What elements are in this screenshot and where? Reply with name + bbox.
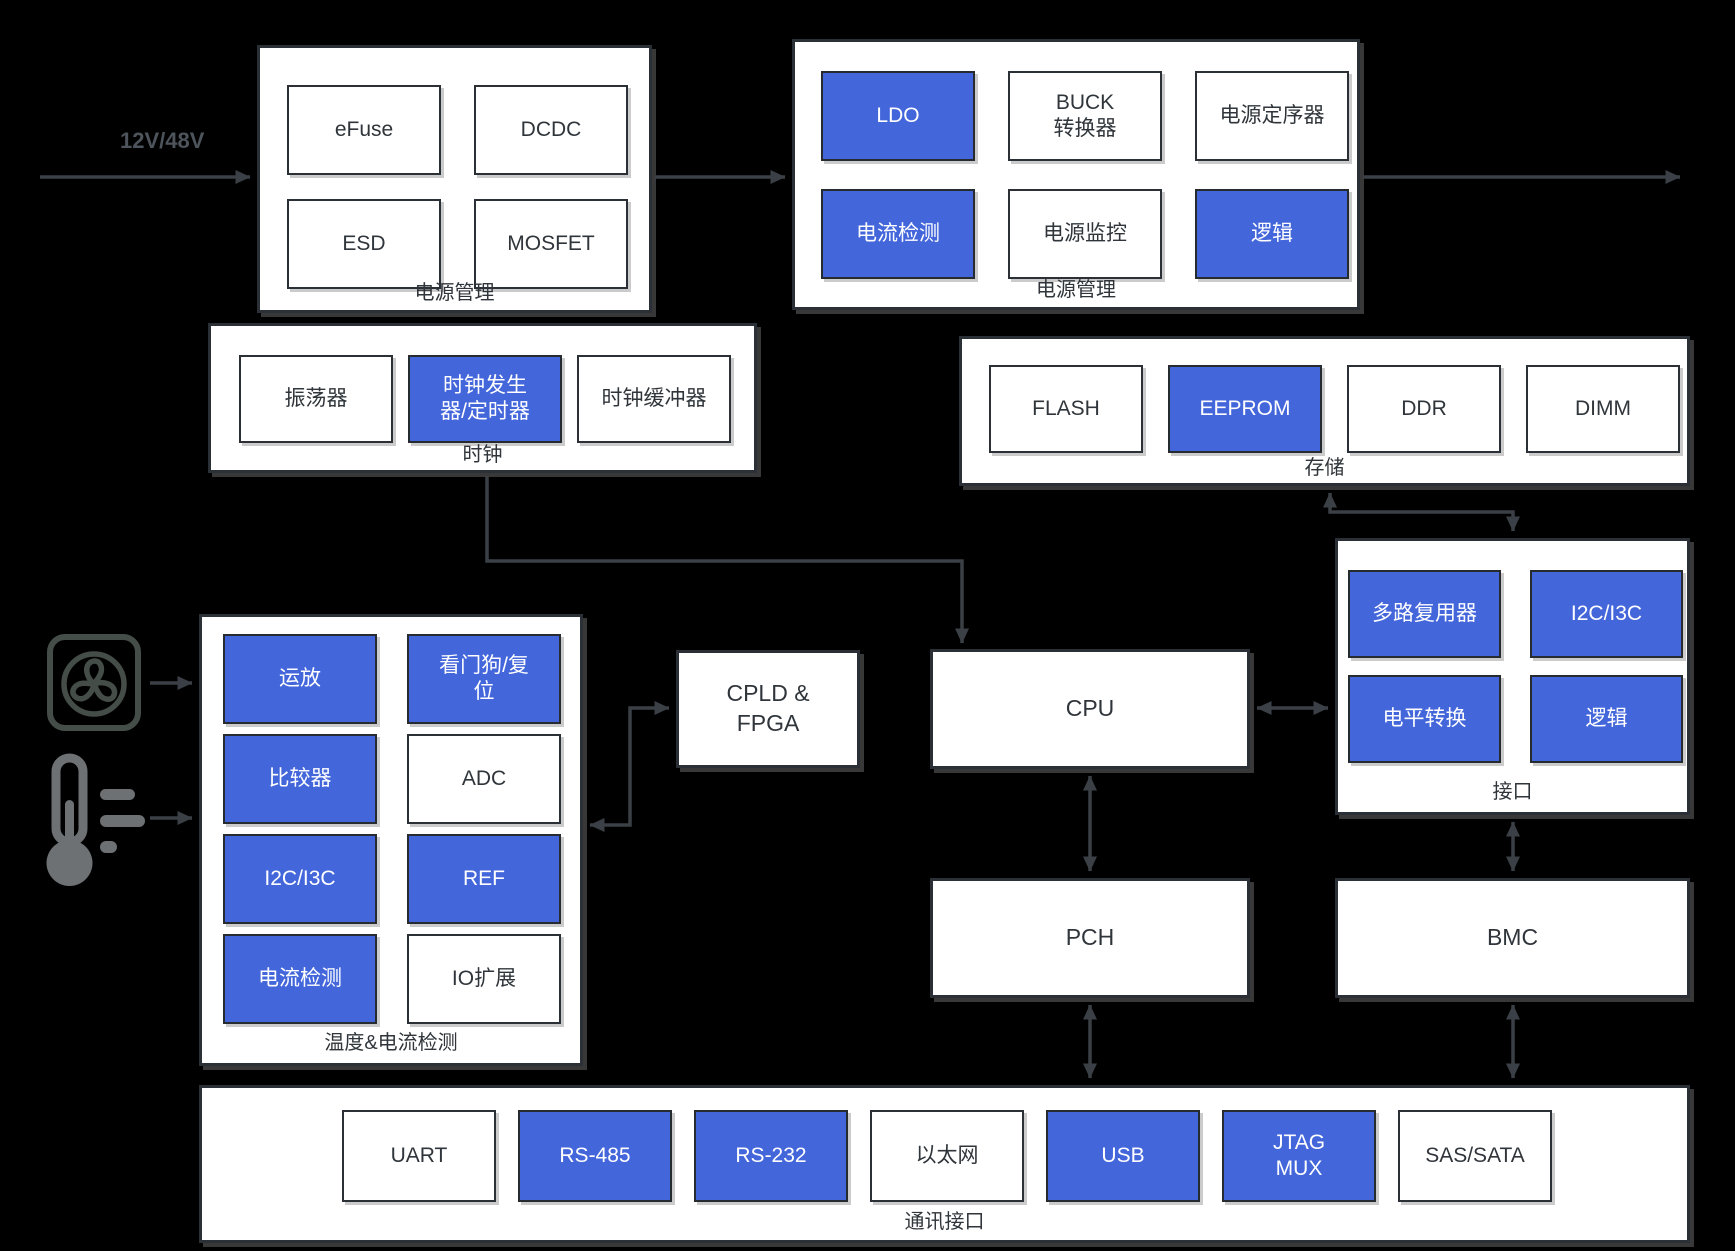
cell-i2c-i3c[interactable]: I2C/I3C — [1530, 570, 1683, 658]
group-storage: FLASH EEPROM DDR DIMM 存储 — [959, 336, 1690, 486]
cell-flash: FLASH — [989, 365, 1143, 453]
cell-current-sense[interactable]: 电流检测 — [821, 189, 975, 279]
node-bmc: BMC — [1335, 878, 1690, 998]
cell-io-expander: IO扩展 — [407, 934, 561, 1024]
cell-dimm: DIMM — [1526, 365, 1680, 453]
group-label-storage: 存储 — [1304, 457, 1345, 479]
group-label-comm: 通讯接口 — [904, 1211, 985, 1233]
group-label-power2: 电源管理 — [1036, 279, 1116, 301]
cell-multiplexer[interactable]: 多路复用器 — [1348, 570, 1501, 658]
cell-clock-generator-timer[interactable]: 时钟发生 器/定时器 — [408, 355, 562, 443]
arrow-storage-interface — [1323, 492, 1520, 532]
cell-dcdc: DCDC — [474, 85, 628, 175]
cell-oscillator: 振荡器 — [239, 355, 393, 443]
cell-clock-buffer: 时钟缓冲器 — [577, 355, 731, 443]
node-cpld-fpga: CPLD & FPGA — [676, 650, 860, 768]
group-label-clock: 时钟 — [462, 444, 503, 466]
cell-adc: ADC — [407, 734, 561, 824]
cell-ethernet: 以太网 — [870, 1110, 1024, 1202]
node-pch: PCH — [930, 878, 1250, 998]
cell-power-sequencer: 电源定序器 — [1195, 71, 1349, 161]
group-label-power1: 电源管理 — [414, 282, 495, 304]
cell-uart: UART — [342, 1110, 496, 1202]
input-voltage-label: 12V/48V — [120, 128, 205, 153]
group-clock: 振荡器 时钟发生 器/定时器 时钟缓冲器 时钟 — [208, 323, 757, 473]
cell-ddr: DDR — [1347, 365, 1501, 453]
cell-logic[interactable]: 逻辑 — [1195, 189, 1349, 279]
cell-jtag-mux[interactable]: JTAG MUX — [1222, 1110, 1376, 1202]
group-comm-interface: UART RS-485 RS-232 以太网 USB JTAG MUX SAS/… — [199, 1085, 1690, 1243]
cell-level-shifter[interactable]: 电平转换 — [1348, 675, 1501, 763]
thermometer-icon — [42, 752, 147, 892]
group-label-temp: 温度&电流检测 — [324, 1032, 458, 1054]
cell-usb[interactable]: USB — [1046, 1110, 1200, 1202]
cell-current-sense-2[interactable]: 电流检测 — [223, 934, 377, 1024]
cell-efuse: eFuse — [287, 85, 441, 175]
cell-esd: ESD — [287, 199, 441, 289]
node-cpu: CPU — [930, 649, 1250, 769]
group-label-interface: 接口 — [1492, 781, 1533, 803]
cell-buck-converter: BUCK 转换器 — [1008, 71, 1162, 161]
cell-sas-sata: SAS/SATA — [1398, 1110, 1552, 1202]
fan-icon — [46, 633, 142, 732]
cell-rs232[interactable]: RS-232 — [694, 1110, 848, 1202]
cell-ldo[interactable]: LDO — [821, 71, 975, 161]
cell-i2c-i3c-2[interactable]: I2C/I3C — [223, 834, 377, 924]
cell-logic-2[interactable]: 逻辑 — [1530, 675, 1683, 763]
arrow-temp-cpld — [589, 701, 670, 832]
cell-power-monitor: 电源监控 — [1008, 189, 1162, 279]
group-temp-current-sense: 运放 看门狗/复 位 比较器 ADC I2C/I3C REF 电流检测 IO扩展… — [199, 614, 583, 1066]
group-power-management-1: eFuse DCDC ESD MOSFET 电源管理 — [257, 45, 652, 313]
cell-opamp[interactable]: 运放 — [223, 634, 377, 724]
cell-comparator[interactable]: 比较器 — [223, 734, 377, 824]
cell-rs485[interactable]: RS-485 — [518, 1110, 672, 1202]
cell-watchdog-reset[interactable]: 看门狗/复 位 — [407, 634, 561, 724]
cell-mosfet: MOSFET — [474, 199, 628, 289]
cell-eeprom[interactable]: EEPROM — [1168, 365, 1322, 453]
cell-ref[interactable]: REF — [407, 834, 561, 924]
group-power-management-2: LDO BUCK 转换器 电源定序器 电流检测 电源监控 逻辑 电源管理 — [792, 39, 1360, 310]
group-interface: 多路复用器 I2C/I3C 电平转换 逻辑 接口 — [1335, 538, 1690, 815]
